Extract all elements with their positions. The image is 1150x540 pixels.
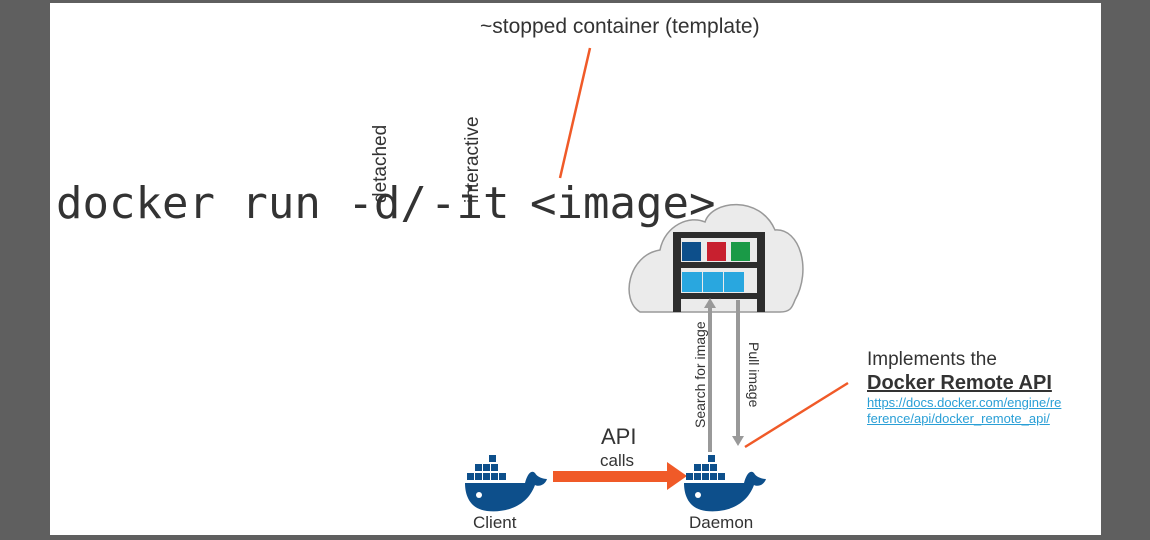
api-calls-arrow (553, 462, 687, 490)
remote-api-link-line1[interactable]: https://docs.docker.com/engine/re (867, 395, 1062, 410)
implements-text: Implements the (867, 349, 997, 370)
pull-image-label: Pull image (746, 342, 762, 408)
pull-arrow (732, 300, 744, 446)
remote-api-pointer-line (744, 381, 849, 449)
command-it-flag: -it (430, 178, 510, 229)
api-label: API (601, 424, 637, 449)
slide (50, 3, 1101, 535)
calls-label: calls (600, 451, 635, 470)
annotation-pointer-line (558, 47, 592, 179)
client-docker-whale-icon (465, 455, 547, 512)
docker-remote-api-text: Docker Remote API (867, 372, 1052, 394)
search-arrow (704, 298, 716, 452)
command-base: docker run -d/ (56, 178, 427, 229)
client-label: Client (473, 513, 517, 532)
registry-cloud-icon (628, 203, 804, 313)
command-image-arg: <image> (530, 178, 716, 229)
stopped-container-annotation: ~stopped container (template) (480, 15, 760, 38)
daemon-label: Daemon (689, 513, 754, 532)
search-for-image-label: Search for image (692, 321, 708, 428)
remote-api-link-line2[interactable]: ference/api/docker_remote_api/ (867, 411, 1050, 426)
remote-api-note: Implements the Docker Remote API https:/… (867, 349, 1061, 427)
detached-label: detached (370, 124, 391, 203)
daemon-docker-whale-icon (684, 455, 766, 512)
interactive-label: interactive (462, 116, 483, 203)
